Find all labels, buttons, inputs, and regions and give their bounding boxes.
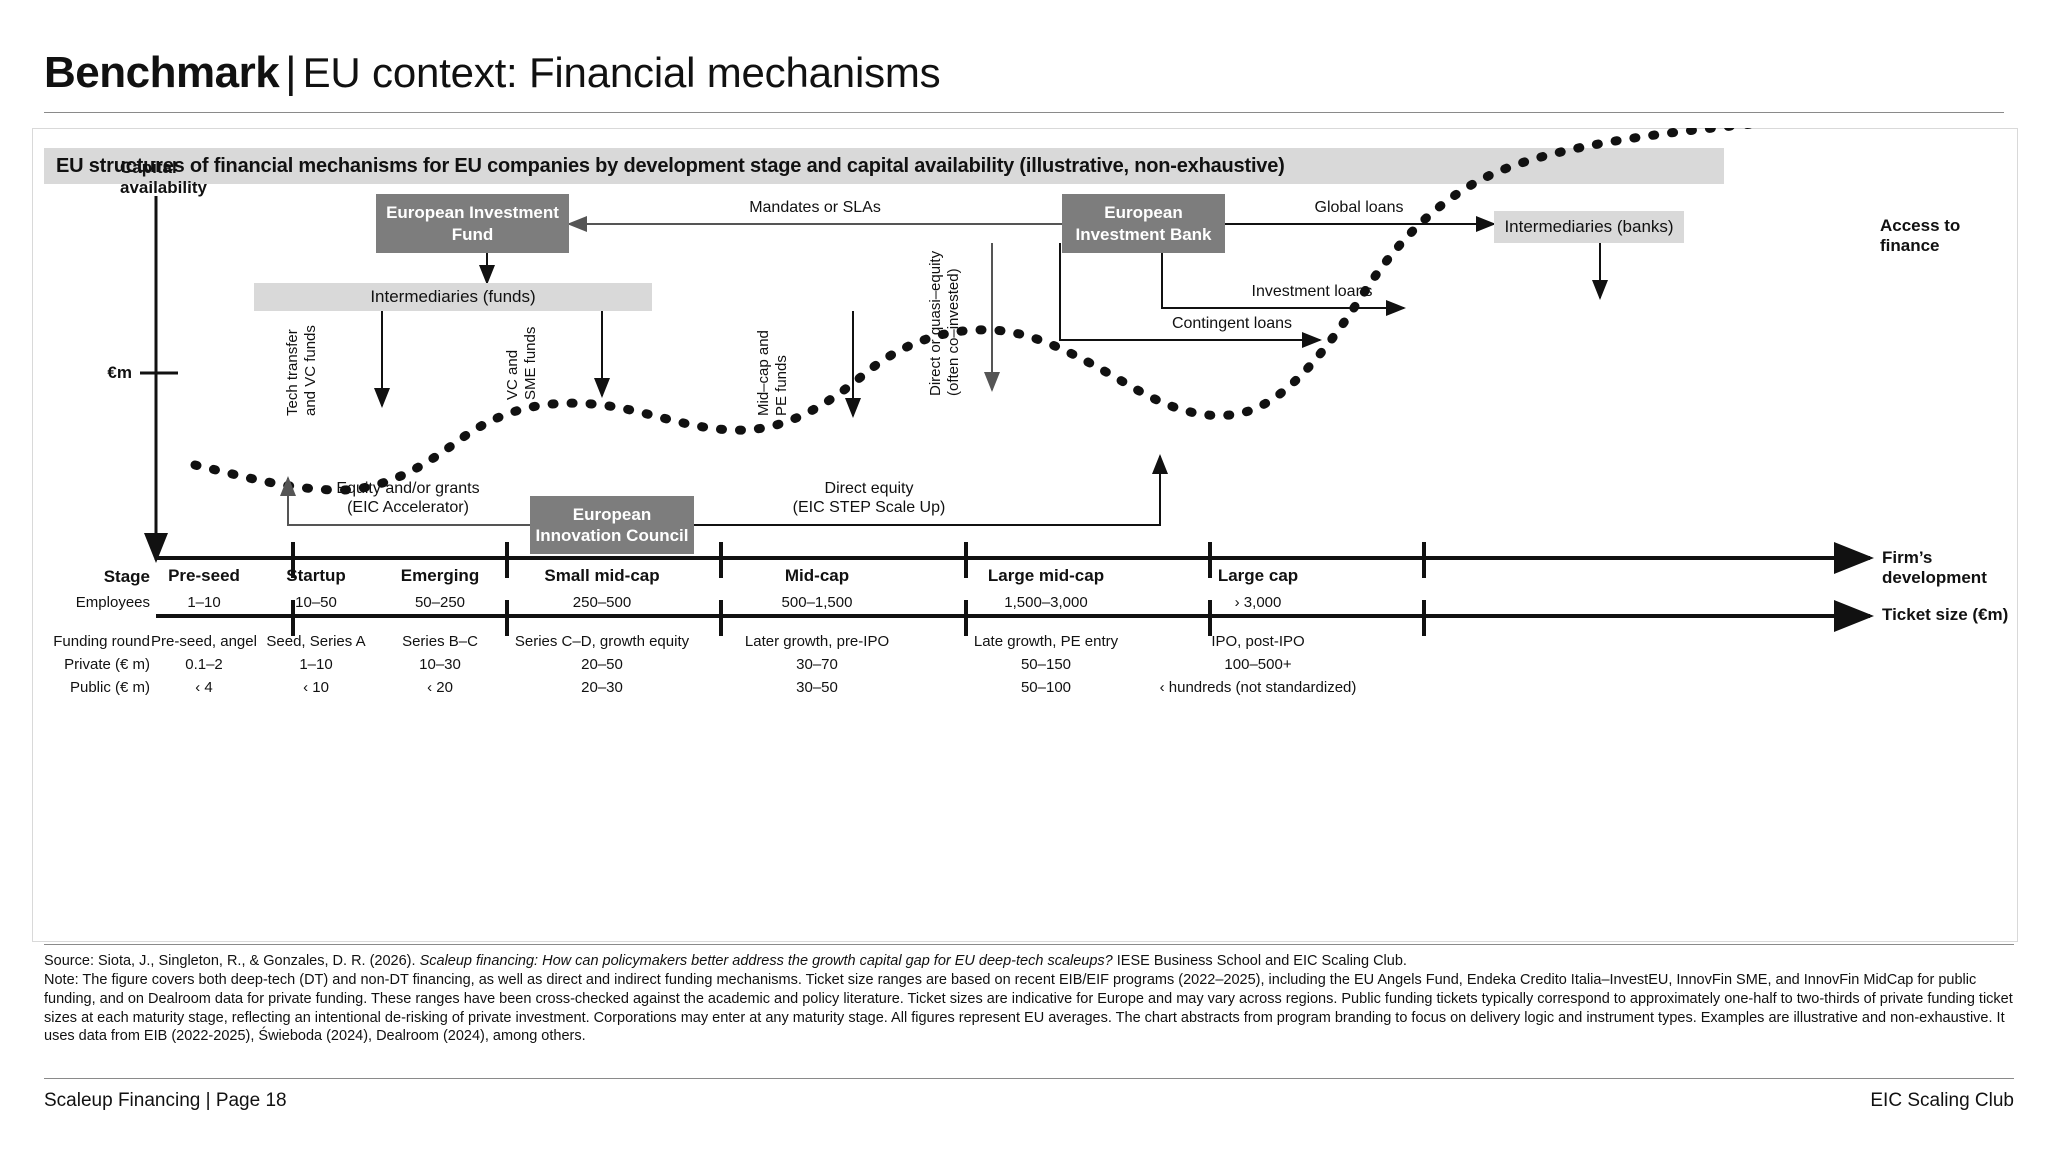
notes-divider bbox=[44, 944, 2014, 945]
cell-employees: 500–1,500 bbox=[781, 594, 853, 611]
cell-public: 30–50 bbox=[796, 679, 838, 696]
cell-funding-round: Series B–C bbox=[402, 633, 478, 650]
cell-employees: › 3,000 bbox=[1234, 594, 1282, 611]
page-title-subject: EU context: Financial mechanisms bbox=[302, 49, 941, 96]
box-eif-label: European Investment Fund bbox=[386, 203, 559, 244]
label-equity-and-grants: Equity and/or grants (EIC Accelerator) bbox=[336, 480, 480, 516]
x-axis-1-ticks bbox=[291, 542, 1426, 578]
box-intermediaries-funds-label: Intermediaries (funds) bbox=[370, 287, 536, 306]
cell-stage: Small mid-cap bbox=[544, 566, 660, 585]
label-tech-transfer-and-vc-funds: Tech transfer and VC funds bbox=[284, 325, 319, 416]
label-contingent-loans: Contingent loans bbox=[1171, 315, 1293, 332]
label-direct-equity: Direct equity (EIC STEP Scale Up) bbox=[792, 480, 946, 516]
cell-funding-round: Seed, Series A bbox=[266, 633, 366, 650]
box-intermediaries-funds[interactable]: Intermediaries (funds) bbox=[254, 283, 652, 311]
label-mandates-or-slas: Mandates or SLAs bbox=[749, 199, 881, 216]
cell-stage: Large cap bbox=[1217, 566, 1299, 585]
box-eic-label: European Innovation Council bbox=[535, 504, 689, 545]
arrow-direct-equity bbox=[694, 454, 1168, 526]
header-divider bbox=[44, 112, 2004, 113]
diagram-vectors bbox=[140, 128, 1874, 636]
label-investment-loans: Investment loans bbox=[1251, 283, 1373, 300]
cell-employees: 250–500 bbox=[572, 594, 632, 611]
arrow-equity-grants bbox=[280, 476, 530, 526]
x-axis-2-title: Ticket size (€m) bbox=[1882, 605, 2009, 624]
source-line: Source: Siota, J., Singleton, R., & Gonz… bbox=[44, 952, 2014, 971]
figure-frame bbox=[32, 128, 2018, 942]
figure-subtitle-band: EU structures of financial mechanisms fo… bbox=[44, 148, 1724, 184]
box-european-investment-bank[interactable]: European Investment Bank bbox=[1062, 194, 1225, 253]
cell-private: 20–50 bbox=[581, 656, 623, 673]
cell-public: ‹ 10 bbox=[303, 679, 329, 696]
row-label-public: Public (€ m) bbox=[69, 679, 150, 696]
footer-left: Scaleup Financing | Page 18 bbox=[44, 1090, 287, 1111]
access-to-finance-curve bbox=[190, 128, 1759, 495]
y-axis-title-text: Capital availability bbox=[120, 158, 207, 197]
cell-stage: Pre-seed bbox=[168, 566, 240, 585]
cell-funding-round: Series C–D, growth equity bbox=[514, 633, 690, 650]
label-vc-and-sme-funds: VC and SME funds bbox=[504, 326, 539, 400]
page-title: Benchmark|EU context: Financial mechanis… bbox=[44, 48, 941, 98]
box-intermediaries-banks-label: Intermediaries (banks) bbox=[1504, 217, 1674, 236]
footer-right: EIC Scaling Club bbox=[1870, 1090, 2014, 1111]
source-prefix: Source: Siota, J., Singleton, R., & Gonz… bbox=[44, 953, 420, 969]
page-title-separator: | bbox=[285, 48, 297, 97]
cell-private: 100–500+ bbox=[1224, 656, 1292, 673]
box-eib-label: European Investment Bank bbox=[1075, 203, 1212, 244]
cell-private: 1–10 bbox=[299, 656, 333, 673]
cell-public: 50–100 bbox=[1020, 679, 1072, 696]
cell-stage: Large mid-cap bbox=[987, 566, 1105, 585]
cell-funding-round: Pre-seed, angel bbox=[151, 633, 257, 650]
cell-employees: 1,500–3,000 bbox=[1004, 594, 1088, 611]
box-european-innovation-council[interactable]: European Innovation Council bbox=[530, 496, 694, 554]
cell-private: 0.1–2 bbox=[185, 656, 223, 673]
cell-stage: Emerging bbox=[400, 566, 480, 585]
y-axis-title: Capital availability bbox=[120, 158, 207, 197]
diagram-canvas: Capital availability €m European Investm… bbox=[32, 128, 2016, 940]
label-global-loans: Global loans bbox=[1314, 199, 1404, 216]
note-line: Note: The figure covers both deep-tech (… bbox=[44, 971, 2013, 1045]
cell-funding-round: IPO, post-IPO bbox=[1211, 633, 1305, 650]
cell-stage: Startup bbox=[286, 566, 346, 585]
notes-block: Source: Siota, J., Singleton, R., & Gonz… bbox=[44, 952, 2014, 1046]
row-label-employees: Employees bbox=[75, 594, 150, 611]
cell-funding-round: Late growth, PE entry bbox=[973, 633, 1119, 650]
cell-private: 10–30 bbox=[419, 656, 461, 673]
row-label-private: Private (€ m) bbox=[64, 656, 150, 673]
source-suffix: IESE Business School and EIC Scaling Clu… bbox=[1112, 953, 1407, 969]
label-direct-or-quasi-equity: Direct or quasi–equity (often co–investe… bbox=[927, 250, 962, 396]
box-intermediaries-banks[interactable]: Intermediaries (banks) bbox=[1494, 211, 1684, 243]
cell-employees: 10–50 bbox=[295, 594, 337, 611]
label-access-to-finance: Access to finance bbox=[1880, 216, 1961, 256]
source-title: Scaleup financing: How can policymakers … bbox=[419, 953, 1113, 969]
x-axis-2-ticks bbox=[291, 600, 1426, 636]
x-axis-1-title: Firm’s development bbox=[1882, 548, 1987, 588]
row-label-funding-round: Funding round bbox=[53, 633, 150, 650]
label-midcap-and-pe-funds: Mid–cap and PE funds bbox=[755, 330, 790, 416]
footer-divider bbox=[44, 1078, 2014, 1079]
page-title-brand: Benchmark bbox=[44, 48, 280, 97]
cell-employees: 1–10 bbox=[187, 594, 221, 611]
cell-employees: 50–250 bbox=[414, 594, 466, 611]
cell-public: ‹ 20 bbox=[427, 679, 453, 696]
cell-private: 50–150 bbox=[1020, 656, 1072, 673]
y-axis-tick-label: €m bbox=[107, 363, 132, 382]
cell-public: 20–30 bbox=[581, 679, 623, 696]
cell-stage: Mid-cap bbox=[784, 566, 850, 585]
box-european-investment-fund[interactable]: European Investment Fund bbox=[376, 194, 569, 253]
figure-subtitle-text: EU structures of financial mechanisms fo… bbox=[56, 154, 1285, 177]
arrow-contingent-loans bbox=[1059, 243, 1322, 348]
cell-public: ‹ hundreds (not standardized) bbox=[1159, 679, 1357, 696]
row-label-stage: Stage bbox=[103, 567, 150, 586]
cell-public: ‹ 4 bbox=[195, 679, 213, 696]
cell-private: 30–70 bbox=[796, 656, 838, 673]
arrow-investment-loans bbox=[1161, 243, 1406, 316]
cell-funding-round: Later growth, pre-IPO bbox=[744, 633, 890, 650]
